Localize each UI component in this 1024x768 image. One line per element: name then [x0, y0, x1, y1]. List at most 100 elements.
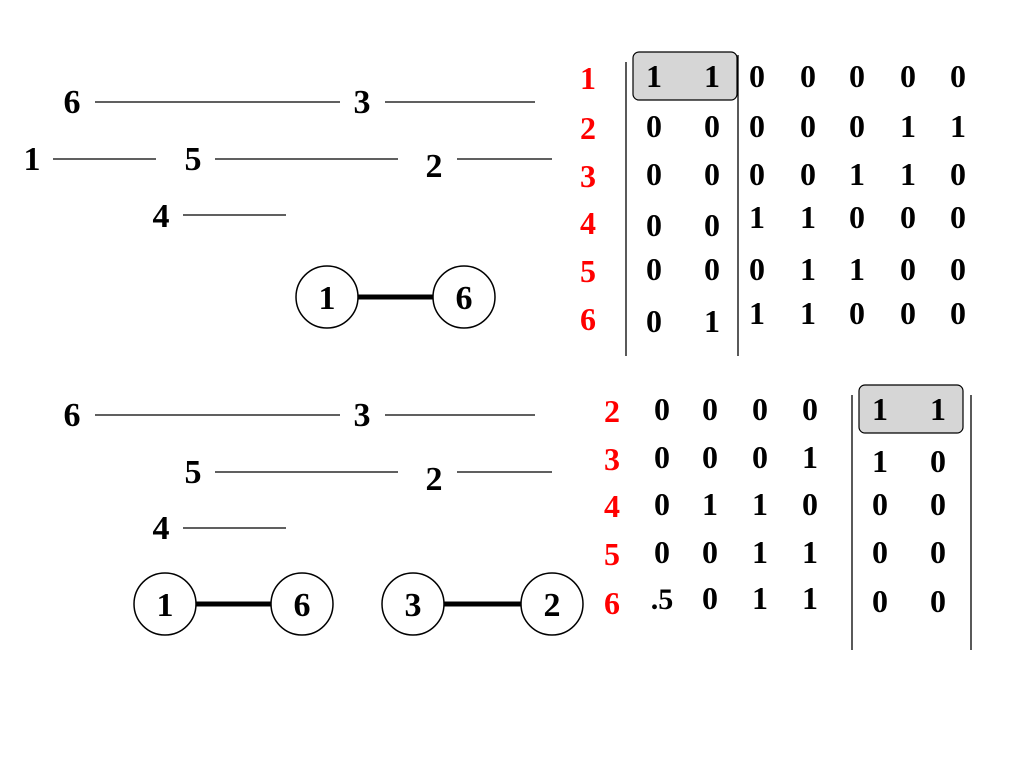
matrix-cell: 0 [872, 583, 888, 619]
matrix-cell: 0 [950, 295, 966, 331]
matrix-cell: 0 [800, 156, 816, 192]
matrix-row-label: 4 [604, 488, 620, 524]
matrix-cell: 0 [702, 391, 718, 427]
matrix-cell: 0 [654, 486, 670, 522]
matrix-cell: 0 [654, 439, 670, 475]
matrix-row-label: 6 [604, 585, 620, 621]
matrix-cell: 1 [704, 58, 720, 94]
matrix-cell: 1 [872, 391, 888, 427]
matrix-cell: 0 [704, 251, 720, 287]
graph-node-label: 2 [544, 587, 561, 624]
matrix-row-label: 4 [580, 205, 596, 241]
top-graph: 1 6 [295, 265, 496, 329]
matrix-cell: 1 [752, 534, 768, 570]
graph-node-label: 6 [294, 587, 311, 624]
matrix-cell: 0 [800, 58, 816, 94]
matrix-cell: 0 [930, 583, 946, 619]
matrix-cell: 1 [800, 199, 816, 235]
segment-label: 3 [354, 397, 371, 434]
segment-label: 3 [354, 84, 371, 121]
matrix-cell: 0 [702, 439, 718, 475]
matrix-cell: 0 [749, 58, 765, 94]
top-segments: 6 3 1 5 2 4 [24, 84, 552, 235]
matrix-cell: 0 [900, 58, 916, 94]
matrix-cell: 0 [704, 156, 720, 192]
graph-node [381, 572, 445, 636]
matrix-row-label: 3 [604, 441, 620, 477]
segment-label: 2 [426, 461, 443, 498]
matrix-cell: 1 [802, 439, 818, 475]
matrix-cell: 1 [749, 199, 765, 235]
matrix-cell: 1 [872, 443, 888, 479]
graph-node [270, 572, 334, 636]
matrix-cell: 0 [900, 295, 916, 331]
matrix-cell: 1 [704, 303, 720, 339]
matrix-cell: 0 [646, 108, 662, 144]
matrix-cell: 1 [749, 295, 765, 331]
graph-node-label: 3 [405, 587, 422, 624]
matrix-cell: 0 [702, 534, 718, 570]
highlight-box [858, 384, 964, 434]
matrix-cell: 0 [849, 199, 865, 235]
matrix-cell: 1 [849, 251, 865, 287]
matrix-cell: 1 [802, 580, 818, 616]
segment-label: 1 [24, 141, 41, 178]
matrix-cell: 0 [802, 486, 818, 522]
matrix-row-label: 3 [580, 158, 596, 194]
matrix-cell: 1 [950, 108, 966, 144]
graph-node [295, 265, 359, 329]
matrix-cell: 1 [752, 486, 768, 522]
matrix-cell: 0 [800, 108, 816, 144]
matrix-cell: 0 [849, 58, 865, 94]
matrix-cell: 0 [950, 156, 966, 192]
matrix-cell: 0 [849, 108, 865, 144]
matrix-cell: 0 [704, 207, 720, 243]
matrix-cell: 0 [646, 156, 662, 192]
matrix-cell: 0 [872, 486, 888, 522]
matrix-cell: 1 [646, 58, 662, 94]
graph-node [133, 572, 197, 636]
matrix-cell: 0 [930, 534, 946, 570]
graph-node-label: 1 [157, 587, 174, 624]
matrix-cell: 0 [646, 207, 662, 243]
matrix-cell: 1 [702, 486, 718, 522]
matrix-cell: 0 [950, 199, 966, 235]
segment-label: 6 [64, 84, 81, 121]
matrix-cell: 0 [872, 534, 888, 570]
matrix-cell: .5 [651, 583, 674, 616]
segment-label: 6 [64, 397, 81, 434]
matrix-row-label: 6 [580, 301, 596, 337]
matrix-cell: 0 [802, 391, 818, 427]
matrix-cell: 0 [950, 251, 966, 287]
bottom-segments: 6 3 5 2 4 [64, 397, 552, 547]
matrix-cell: 1 [800, 295, 816, 331]
matrix-cell: 0 [704, 108, 720, 144]
highlight-box [632, 51, 738, 101]
matrix-cell: 0 [749, 251, 765, 287]
matrix-row-label: 2 [580, 110, 596, 146]
matrix-cell: 1 [752, 580, 768, 616]
matrix-cell: 0 [752, 439, 768, 475]
segment-label: 4 [153, 510, 170, 547]
matrix-cell: 1 [800, 251, 816, 287]
matrix-cell: 0 [654, 534, 670, 570]
matrix-cell: 0 [654, 391, 670, 427]
matrix-row-label: 5 [604, 536, 620, 572]
matrix-row-label: 2 [604, 393, 620, 429]
graph-node-label: 1 [319, 280, 336, 317]
matrix-cell: 0 [900, 251, 916, 287]
matrix-cell: 0 [849, 295, 865, 331]
matrix-cell: 0 [646, 251, 662, 287]
matrix-cell: 1 [802, 534, 818, 570]
matrix-cell: 1 [900, 156, 916, 192]
graph-node-label: 6 [456, 280, 473, 317]
matrix-cell: 0 [900, 199, 916, 235]
matrix-cell: 0 [752, 391, 768, 427]
bottom-graph-right: 3 2 [381, 572, 584, 636]
matrix-cell: 1 [900, 108, 916, 144]
segment-label: 2 [426, 148, 443, 185]
matrix-cell: 0 [950, 58, 966, 94]
